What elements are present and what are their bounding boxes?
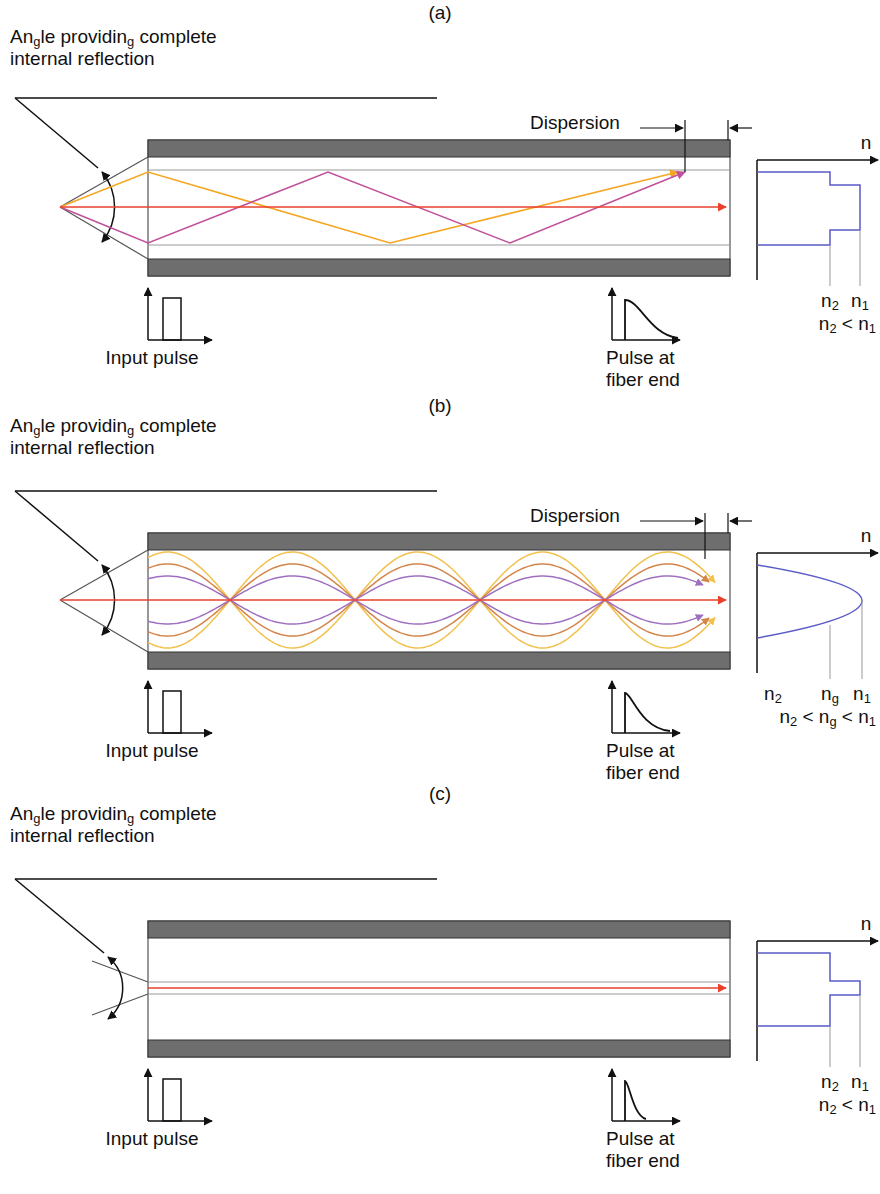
drawing-stroke — [730, 520, 752, 521]
drawing-stroke — [148, 170, 730, 171]
index-label: n1 — [851, 290, 869, 312]
drawing-stroke — [60, 207, 148, 259]
drawing-stroke — [860, 995, 861, 1067]
drawing-stroke — [15, 879, 104, 953]
index-relation: n2 < n1 — [819, 1094, 876, 1116]
drawing-stroke — [625, 300, 678, 340]
index-relation: n2 < ng < n1 — [779, 706, 876, 728]
drawing-stroke — [830, 245, 831, 286]
single-mode-fiber — [15, 879, 878, 1121]
axis-label: n — [861, 132, 872, 154]
index-label: n2 — [764, 683, 782, 705]
index-label: n1 — [853, 683, 871, 705]
pulse-label: Input pulse — [106, 1128, 199, 1150]
drawing-stroke — [15, 98, 878, 340]
drawing-stroke — [148, 245, 730, 246]
angle-note: Angle providing complete internal reflec… — [10, 803, 272, 847]
drawing-stroke — [148, 987, 726, 989]
panel-letter: (a) — [428, 2, 451, 24]
dispersion-label: Dispersion — [530, 112, 620, 134]
drawing-stroke — [60, 157, 148, 207]
pulse-label: Pulse at fiber end — [606, 740, 714, 784]
drawing-stroke — [60, 206, 726, 208]
drawing-stroke — [727, 120, 728, 140]
drawing-stroke — [730, 127, 752, 128]
drawing-stroke — [625, 693, 670, 733]
dispersion-label: Dispersion — [530, 505, 620, 527]
drawing-stroke — [15, 98, 98, 168]
drawing-stroke — [830, 1026, 831, 1067]
angle-note: Angle providing complete internal reflec… — [10, 415, 272, 459]
drawing-stroke — [625, 1081, 646, 1121]
panel-letter: (c) — [429, 783, 451, 805]
pulse-label: Pulse at fiber end — [606, 347, 714, 391]
drawing-stroke — [60, 550, 148, 600]
drawing-stroke — [727, 513, 728, 533]
pulse-label: Input pulse — [106, 347, 199, 369]
index-label: ng — [821, 683, 839, 705]
drawing-stroke — [108, 957, 123, 1019]
pulse-label: Pulse at fiber end — [606, 1128, 714, 1172]
drawing-stroke — [15, 879, 878, 1121]
index-label: n2 — [821, 1071, 839, 1093]
drawing-stroke — [15, 491, 98, 561]
drawing-stroke — [704, 513, 705, 559]
drawing-stroke — [60, 600, 148, 652]
angle-note: Angle providing complete internal reflec… — [10, 26, 272, 70]
drawing-stroke — [860, 230, 861, 286]
drawing-stroke — [757, 172, 860, 245]
drawing-stroke — [830, 625, 831, 679]
drawing-stroke — [148, 994, 730, 995]
drawing-stroke — [684, 120, 685, 172]
step-index-multimode — [15, 98, 878, 340]
drawing-stroke — [757, 565, 862, 638]
pulse-label: Input pulse — [106, 740, 199, 762]
axis-label: n — [861, 913, 872, 935]
drawing-stroke — [862, 600, 863, 679]
index-label: n1 — [851, 1071, 869, 1093]
drawing-stroke — [15, 491, 878, 733]
drawing-stroke — [757, 953, 860, 1026]
drawing-stroke — [148, 982, 730, 983]
panel-letter: (b) — [428, 395, 451, 417]
drawing-stroke — [60, 599, 726, 601]
drawing-stroke — [640, 520, 703, 521]
index-relation: n2 < n1 — [819, 313, 876, 335]
index-label: n2 — [821, 290, 839, 312]
graded-index-multimode — [15, 491, 878, 733]
drawing-stroke — [640, 127, 683, 128]
axis-label: n — [861, 525, 872, 547]
